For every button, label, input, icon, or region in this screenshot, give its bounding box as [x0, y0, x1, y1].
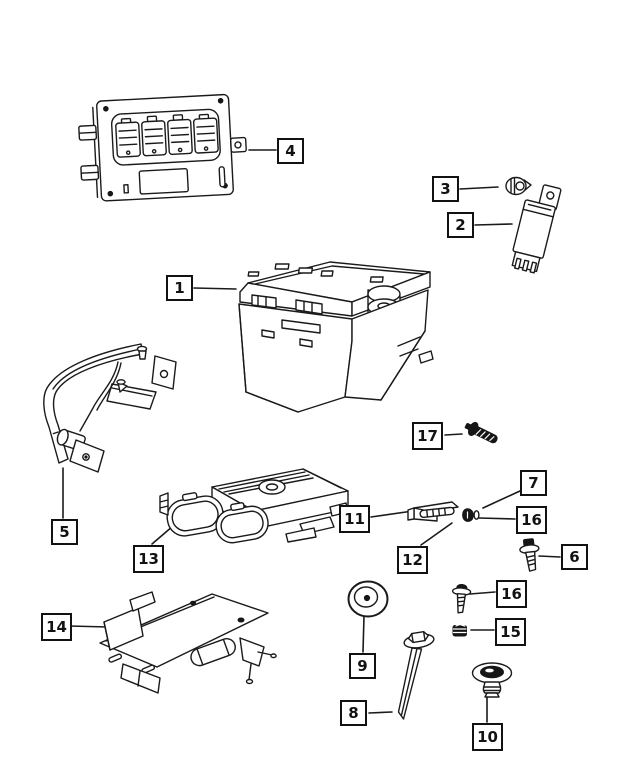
- callout-7[interactable]: 7: [520, 470, 547, 496]
- self-tapping-screw-icon: [464, 421, 498, 444]
- engine-control-module-icon: [78, 93, 247, 202]
- callout-14[interactable]: 14: [41, 613, 72, 641]
- push-pin-retainer-icon: [471, 662, 513, 698]
- engine-control-module-2-icon: [159, 468, 349, 544]
- callout-2[interactable]: 2: [447, 212, 474, 238]
- callout-11[interactable]: 11: [339, 505, 370, 533]
- callout-1[interactable]: 1: [166, 275, 193, 301]
- callout-17-label: 17: [417, 426, 438, 445]
- relay-icon: [511, 184, 562, 274]
- nut-icon: [452, 623, 467, 637]
- callout-9-label: 9: [357, 656, 368, 675]
- callout-16-upper-label: 16: [521, 510, 542, 529]
- callout-15-label: 15: [500, 622, 521, 641]
- power-distribution-module-icon: [238, 261, 434, 413]
- callout-15[interactable]: 15: [495, 618, 526, 646]
- callout-3[interactable]: 3: [432, 176, 459, 202]
- callout-5-label: 5: [59, 522, 70, 541]
- callout-16-upper[interactable]: 16: [516, 506, 547, 534]
- long-mounting-bolt-icon: [397, 630, 435, 720]
- callout-12-label: 12: [402, 550, 423, 569]
- callout-13[interactable]: 13: [133, 545, 164, 573]
- callout-16-lower[interactable]: 16: [496, 580, 527, 608]
- callout-10-label: 10: [477, 727, 498, 746]
- callout-14-label: 14: [46, 617, 67, 636]
- callout-2-label: 2: [455, 215, 466, 234]
- callout-4-label: 4: [285, 141, 296, 160]
- hinge-clip-bracket-icon: [407, 501, 459, 522]
- callout-10[interactable]: 10: [472, 723, 503, 751]
- curved-mounting-bracket-icon: [43, 343, 177, 473]
- callout-9[interactable]: 9: [349, 653, 376, 679]
- cap-screw-icon: [505, 176, 532, 196]
- callout-12[interactable]: 12: [397, 546, 428, 574]
- callout-16-lower-label: 16: [501, 584, 522, 603]
- callout-8-label: 8: [348, 703, 359, 722]
- flange-screw-icon: [451, 584, 472, 614]
- retainer-clip-icon: [462, 508, 480, 522]
- callout-4[interactable]: 4: [277, 138, 304, 164]
- callout-6-label: 6: [569, 547, 580, 566]
- callout-1-label: 1: [174, 278, 185, 297]
- callout-6[interactable]: 6: [561, 544, 588, 570]
- callout-7-label: 7: [528, 473, 539, 492]
- callout-13-label: 13: [138, 549, 159, 568]
- callout-8[interactable]: 8: [340, 700, 367, 726]
- callout-5[interactable]: 5: [51, 519, 78, 545]
- callout-3-label: 3: [440, 179, 451, 198]
- hex-bolt-icon: [519, 538, 540, 572]
- callout-17[interactable]: 17: [412, 422, 443, 450]
- callout-11-label: 11: [344, 509, 365, 528]
- module-shield-plate-icon: [99, 591, 277, 694]
- grommet-icon: [347, 580, 389, 618]
